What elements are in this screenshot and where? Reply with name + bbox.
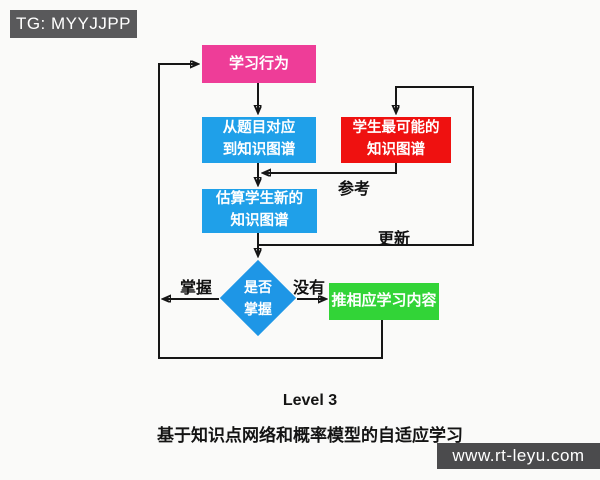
node-mastered-decision-label: 是否 掌握 bbox=[244, 279, 272, 317]
website-watermark-text: www.rt-leyu.com bbox=[452, 446, 585, 465]
node-learning-behavior: 学习行为 bbox=[202, 45, 316, 83]
edge-label-not-mastered: 没有 bbox=[293, 280, 326, 297]
caption-level: Level 3 bbox=[282, 392, 338, 409]
node-most-likely-knowledge-graph: 学生最可能的 知识图谱 bbox=[341, 117, 451, 163]
telegram-watermark-text: TG: MYYJJPP bbox=[15, 14, 132, 33]
edge-label-reference: 参考 bbox=[338, 181, 371, 198]
node-most-likely-knowledge-graph-label: 学生最可能的 知识图谱 bbox=[352, 120, 440, 158]
node-learning-behavior-label: 学习行为 bbox=[228, 54, 289, 72]
edge-label-update: 更新 bbox=[378, 231, 411, 248]
node-question-to-knowledge-graph-label: 从题目对应 到知识图谱 bbox=[222, 120, 296, 158]
telegram-watermark-badge: TG: MYYJJPP bbox=[10, 10, 137, 38]
caption-title: 基于知识点网络和概率模型的自适应学习 bbox=[157, 426, 463, 445]
edge-reference bbox=[264, 163, 397, 173]
node-estimate-new-knowledge-graph-label: 估算学生新的 知识图谱 bbox=[216, 191, 303, 229]
node-mastered-decision: 是否 掌握 bbox=[220, 276, 296, 322]
node-estimate-new-knowledge-graph: 估算学生新的 知识图谱 bbox=[202, 189, 317, 233]
node-question-to-knowledge-graph: 从题目对应 到知识图谱 bbox=[202, 117, 316, 163]
node-recommend-learning-content-label: 推相应学习内容 bbox=[331, 292, 437, 310]
edge-label-mastered: 掌握 bbox=[180, 280, 213, 297]
node-recommend-learning-content: 推相应学习内容 bbox=[329, 283, 439, 320]
website-watermark-badge: www.rt-leyu.com bbox=[437, 443, 600, 469]
